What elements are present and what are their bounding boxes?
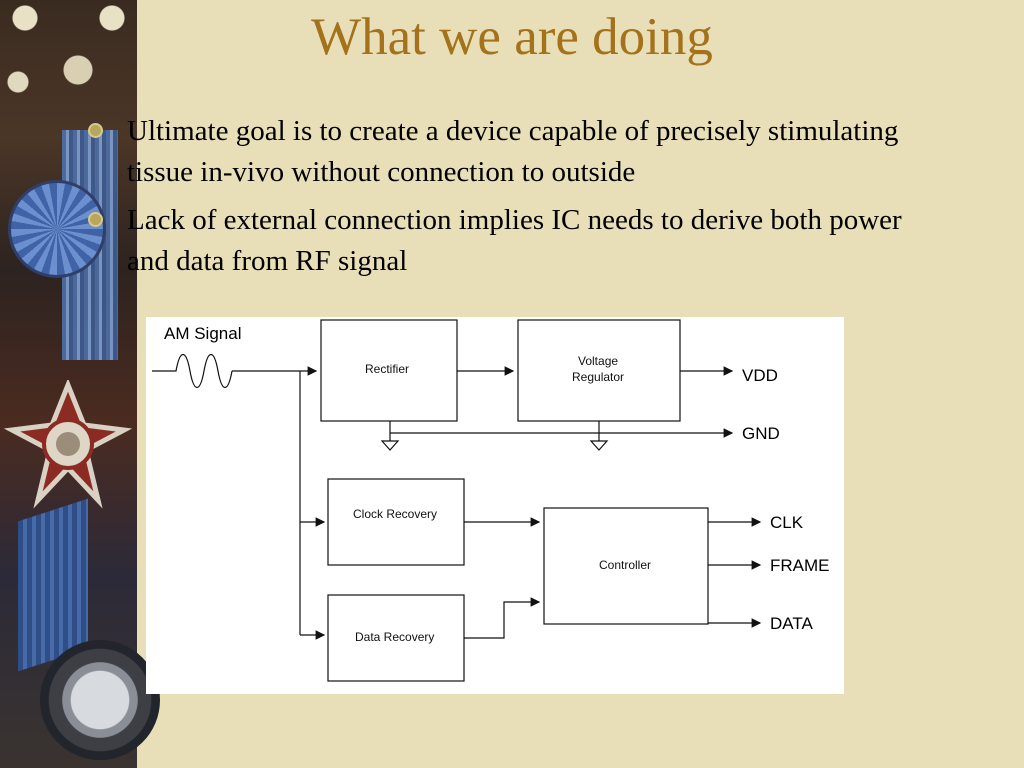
clock-recovery-label: Clock Recovery — [353, 507, 437, 521]
vdd-label: VDD — [742, 366, 778, 385]
frame-label: FRAME — [770, 556, 830, 575]
clk-label: CLK — [770, 513, 804, 532]
data-label: DATA — [770, 614, 813, 633]
gnd-label: GND — [742, 424, 780, 443]
voltage-regulator-block — [517, 319, 681, 422]
rectifier-ground-icon — [380, 440, 400, 451]
am-signal-wave — [152, 353, 233, 389]
data-recovery-label: Data Recovery — [355, 630, 434, 644]
medal-cross-icon — [3, 380, 133, 509]
decorative-side-image — [0, 0, 160, 768]
data-recovery-block — [327, 594, 465, 682]
bullet-dot-icon — [90, 214, 101, 225]
bullet-dot-icon — [90, 125, 101, 136]
controller-label: Controller — [599, 558, 651, 572]
voltage-regulator-label-line2: Regulator — [572, 370, 624, 384]
regulator-ground-icon — [589, 440, 609, 451]
voltage-regulator-label-line1: Voltage — [578, 354, 618, 368]
block-diagram-svg: AM Signal Rectifier Voltage Regulator VD… — [152, 319, 830, 682]
controller-block — [543, 507, 709, 625]
bullet-item: Lack of external connection implies IC n… — [90, 200, 907, 282]
compass-icon — [40, 640, 160, 760]
rectifier-label: Rectifier — [365, 362, 409, 376]
ribbon-rosette — [8, 180, 106, 278]
block-diagram: AM Signal Rectifier Voltage Regulator VD… — [146, 317, 844, 694]
am-signal-label: AM Signal — [164, 324, 241, 343]
slide-title: What we are doing — [311, 8, 713, 66]
bullet-text: Lack of external connection implies IC n… — [127, 204, 902, 277]
rectifier-block — [320, 319, 458, 422]
clock-recovery-block — [327, 478, 465, 566]
bullet-text: Ultimate goal is to create a device capa… — [127, 115, 899, 188]
bullet-item: Ultimate goal is to create a device capa… — [90, 111, 907, 193]
data-to-controller-line — [464, 597, 541, 639]
